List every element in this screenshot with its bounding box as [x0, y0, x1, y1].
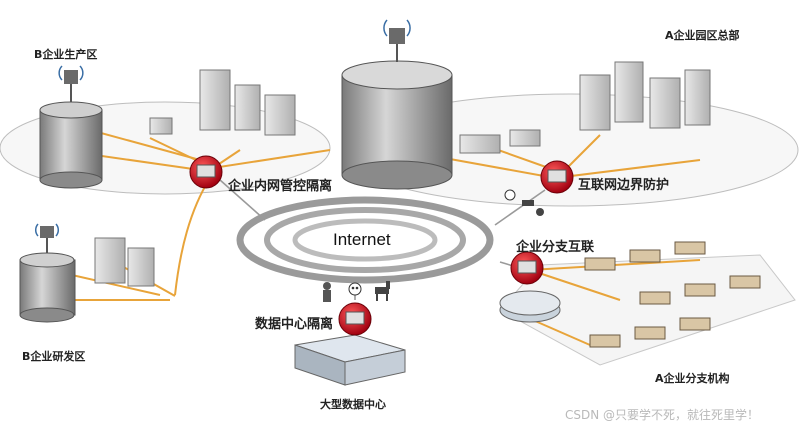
- tower-a-headquarters: [341, 28, 453, 190]
- label-firewall-branch: 企业分支互联: [516, 240, 595, 255]
- buildings-a-branch: [584, 241, 761, 348]
- tower-b-rnd: [19, 226, 76, 323]
- label-a-headquarters: A企业园区总部: [665, 29, 740, 42]
- label-firewall-intranet: 企业内网管控隔离: [228, 179, 333, 194]
- firewall-datacenter: [338, 302, 372, 336]
- skull-icon: [348, 282, 362, 296]
- tower-b-production: [39, 70, 103, 189]
- watermark: CSDN @只要学不死，就往死里学！: [565, 408, 760, 422]
- threat-icons-border: [504, 189, 544, 216]
- firewall-intranet: [189, 155, 223, 189]
- internet-cloud: [236, 196, 494, 284]
- buildings-a-headquarters: [459, 61, 711, 154]
- antenna-icons: [34, 19, 411, 237]
- firewall-branch: [510, 251, 544, 285]
- label-a-branch: A企业分支机构: [655, 372, 730, 385]
- label-b-rnd: B企业研发区: [22, 350, 86, 363]
- data-center-building: [294, 334, 406, 386]
- branch-hub: [499, 290, 561, 323]
- label-data-center: 大型数据中心: [320, 398, 386, 411]
- buildings-b-production: [149, 69, 296, 136]
- label-internet: Internet: [333, 230, 391, 249]
- trojan-horse-icon: [375, 281, 390, 301]
- firewall-border: [540, 160, 574, 194]
- hacker-icon: [323, 282, 331, 302]
- buildings-b-rnd: [94, 237, 155, 287]
- label-firewall-border: 互联网边界防护: [578, 178, 670, 193]
- label-b-production: B企业生产区: [34, 48, 98, 61]
- label-firewall-datacenter: 数据中心隔离: [255, 317, 334, 332]
